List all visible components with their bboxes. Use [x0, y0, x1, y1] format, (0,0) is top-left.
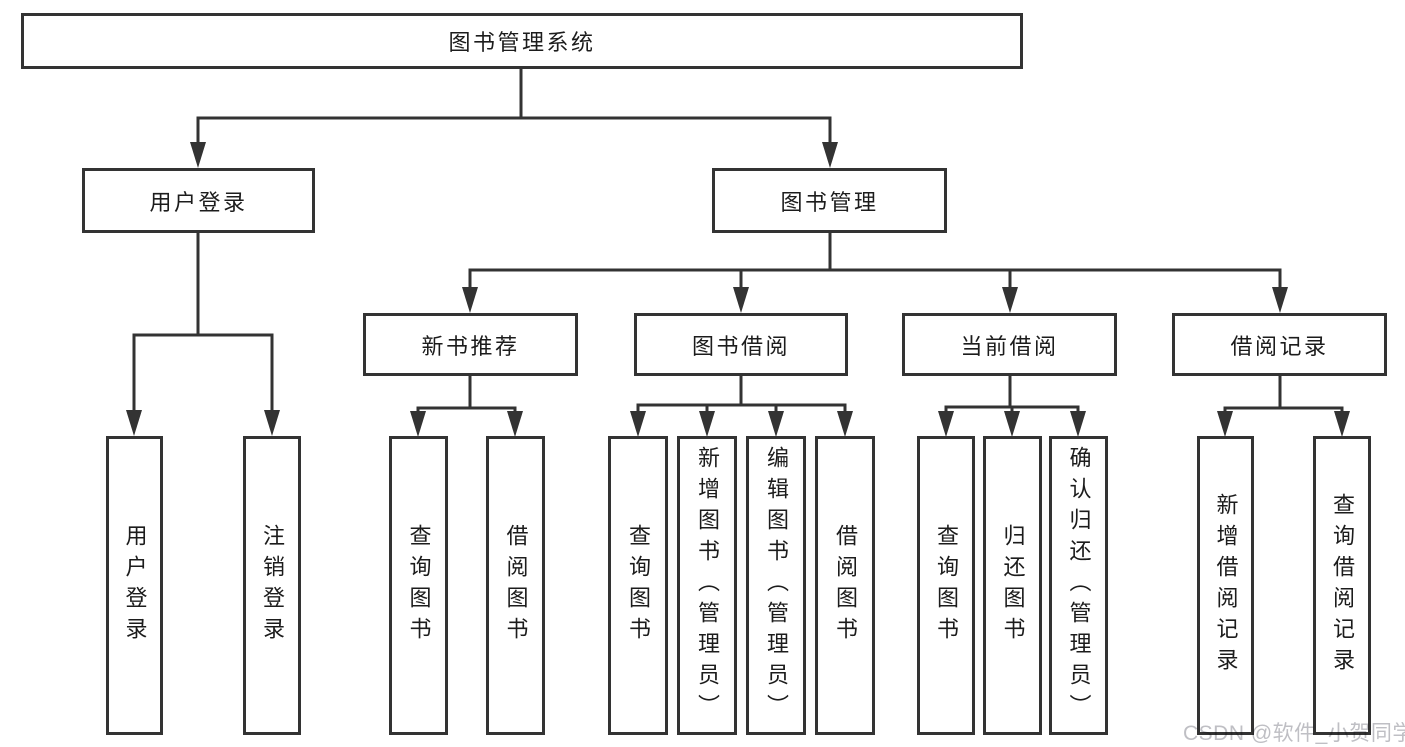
leaf-confirm-return-admin: 确认归还（管理员）	[1049, 436, 1108, 735]
leaf-borrow-books-2: 借阅图书	[815, 436, 875, 735]
watermark: CSDN @软件_小贺同学	[1183, 722, 1405, 745]
node-new-book-recommend: 新书推荐	[363, 313, 578, 376]
node-root: 图书管理系统	[21, 13, 1023, 69]
node-book-borrowing: 图书借阅	[634, 313, 848, 376]
arrowheads	[126, 142, 1350, 437]
leaf-query-borrow-record: 查询借阅记录	[1313, 436, 1371, 735]
node-user-login: 用户登录	[82, 168, 315, 233]
leaf-query-books-3: 查询图书	[917, 436, 975, 735]
node-borrow-records: 借阅记录	[1172, 313, 1387, 376]
leaf-borrow-books-1: 借阅图书	[486, 436, 545, 735]
node-current-borrowing: 当前借阅	[902, 313, 1117, 376]
leaf-return-books: 归还图书	[983, 436, 1042, 735]
leaf-user-login: 用户登录	[106, 436, 163, 735]
leaf-logout: 注销登录	[243, 436, 301, 735]
leaf-edit-book-admin: 编辑图书（管理员）	[746, 436, 806, 735]
leaf-add-borrow-record: 新增借阅记录	[1197, 436, 1254, 735]
leaf-query-books-1: 查询图书	[389, 436, 448, 735]
node-book-management: 图书管理	[712, 168, 947, 233]
leaf-add-book-admin: 新增图书（管理员）	[677, 436, 737, 735]
leaf-query-books-2: 查询图书	[608, 436, 668, 735]
